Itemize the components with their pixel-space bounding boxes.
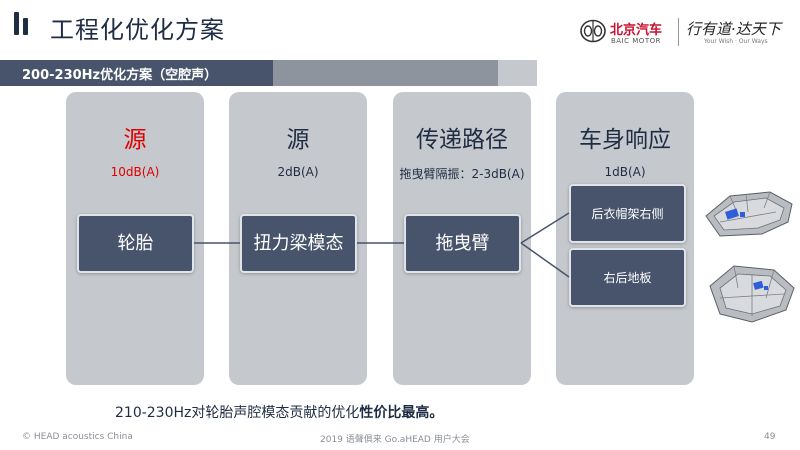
footer-page-number: 49 [764,432,776,442]
column-value: 1dB(A) [604,165,646,179]
section-header-bar [0,60,537,86]
node-rear-right-floor: 右后地板 [569,248,686,307]
conclusion-note: 210-230Hz对轮胎声腔模态贡献的优化性价比最高。 [115,402,443,422]
brand-name-en: BAIC MOTOR [611,37,661,45]
slide-title: 工程化优化方案 [50,16,225,44]
section-title: 200-230Hz优化方案（空腔声） [22,68,218,83]
baic-brand-logo: 北京汽车 BAIC MOTOR 行有道·达天下 Your Wish · Our … [578,16,788,48]
column-heading: 源 [123,127,147,153]
column-value: 10dB(A) [110,165,160,179]
node-tire: 轮胎 [77,214,194,273]
car-body-floor-image [709,265,795,323]
column-heading: 传递路径 [416,127,508,153]
column-source-tire: 源 10dB(A) 轮胎 [66,92,204,385]
brand-slogan-en: Your Wish · Our Ways [704,38,768,45]
column-body-response: 车身响应 1dB(A) 后衣帽架右侧 右后地板 [556,92,694,385]
head-logo-icon [14,10,36,36]
car-body-parcel-shelf-image [705,191,793,237]
brand-divider [678,18,679,46]
conclusion-emphasis: 性价比最高。 [359,405,444,421]
column-value: 2dB(A) [277,165,319,179]
column-source-beam: 源 2dB(A) 扭力梁模态 [229,92,367,385]
baic-emblem-icon [580,19,606,43]
footer-event: 2019 语聲俱来 Go.aHEAD 用户大会 [320,435,470,445]
brand-slogan-cn: 行有道·达天下 [686,20,781,38]
column-value: 拖曳臂隔振：2-3dB(A) [399,167,525,181]
column-heading: 车身响应 [579,127,671,153]
conclusion-text: 210-230Hz对轮胎声腔模态贡献的优化 [115,405,360,421]
brand-name-cn: 北京汽车 [610,23,663,38]
node-torsion-beam-mode: 扭力梁模态 [240,214,357,273]
column-transfer-path: 传递路径 拖曳臂隔振：2-3dB(A) 拖曳臂 [393,92,531,385]
node-trailing-arm: 拖曳臂 [404,214,521,273]
column-heading: 源 [286,127,310,153]
footer-copyright: © HEAD acoustics China [22,432,133,442]
node-rear-parcel-shelf-right: 后衣帽架右侧 [569,184,686,243]
